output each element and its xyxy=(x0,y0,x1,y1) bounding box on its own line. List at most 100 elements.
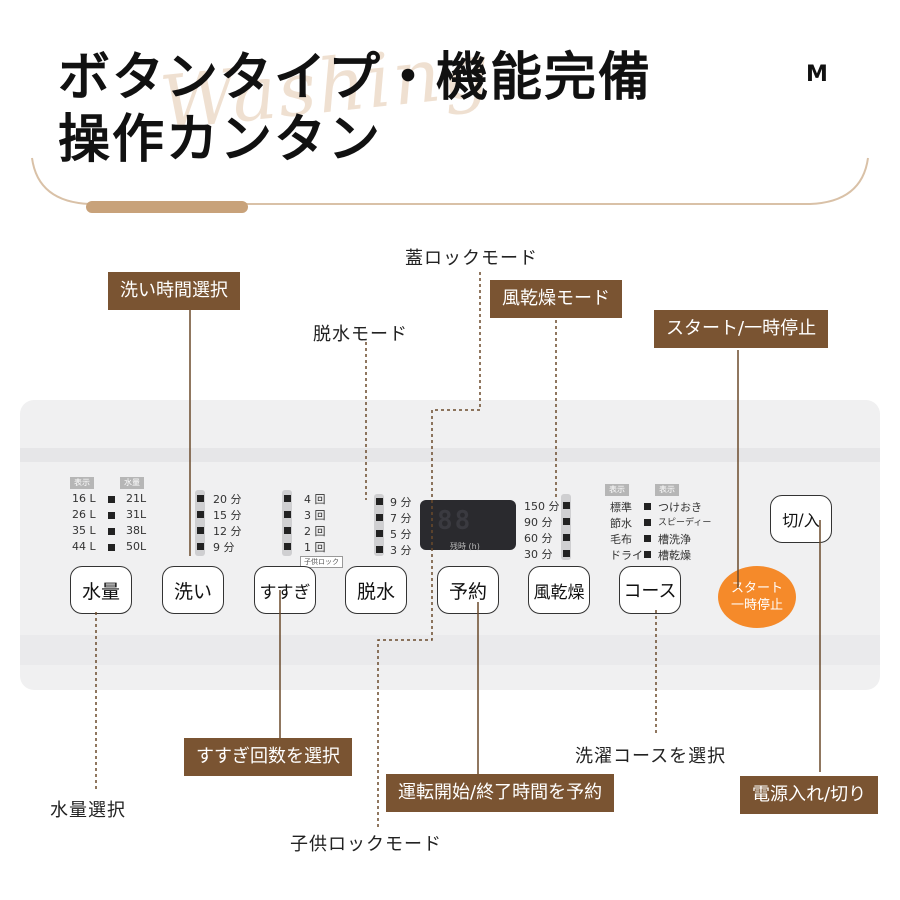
course-led xyxy=(644,535,651,542)
rinse-led xyxy=(284,543,291,550)
callout-power: 電源入れ/切り xyxy=(740,776,879,814)
spin-time-label: 7 分 xyxy=(390,512,412,525)
time-display xyxy=(420,500,516,550)
wash-time-label: 20 分 xyxy=(213,493,242,506)
spin-time-label: 9 分 xyxy=(390,496,412,509)
water-level-right: 38L xyxy=(126,524,147,537)
panel-lower-strip xyxy=(20,635,880,665)
course-right-label: 槽洗浄 xyxy=(658,533,691,546)
water-level-button[interactable]: 水量 xyxy=(70,566,132,614)
callout-course-select: 洗濯コースを選択 xyxy=(575,746,727,767)
callout-wash-time: 洗い時間選択 xyxy=(108,272,240,310)
wash-led xyxy=(197,527,204,534)
water-led xyxy=(108,512,115,519)
spin-led xyxy=(376,514,383,521)
rinse-led xyxy=(284,495,291,502)
power-button[interactable]: 切/入 xyxy=(770,495,832,543)
rinse-led xyxy=(284,527,291,534)
course-left-label: 毛布 xyxy=(610,533,632,546)
dry-led xyxy=(563,534,570,541)
callout-air-dry: 風乾燥モード xyxy=(490,280,622,318)
course-right-label: つけおき xyxy=(658,501,702,514)
water-level-right: 21L xyxy=(126,492,147,505)
callout-lid-lock: 蓋ロックモード xyxy=(405,248,538,269)
callout-rinse-count: すすぎ回数を選択 xyxy=(184,738,352,776)
callout-child-lock: 子供ロックモード xyxy=(290,834,442,855)
air-dry-button[interactable]: 風乾燥 xyxy=(528,566,590,614)
wash-led-bar xyxy=(195,490,205,556)
course-right-label: スピーディー xyxy=(658,518,712,528)
water-level-left: 35 L xyxy=(72,524,96,537)
rinse-count-label: 4 回 xyxy=(304,493,326,506)
spin-led-bar xyxy=(374,494,384,556)
wash-led xyxy=(197,511,204,518)
child-lock-note: 子供ロック xyxy=(300,556,343,568)
course-led xyxy=(644,551,651,558)
callout-timer: 運転開始/終了時間を予約 xyxy=(386,774,615,812)
callout-water-level: 水量選択 xyxy=(50,800,126,821)
rinse-count-label: 1 回 xyxy=(304,541,326,554)
callout-spin-mode: 脱水モード xyxy=(313,324,408,345)
page-title-line-2: 操作カンタン xyxy=(58,110,383,170)
water-header-right: 水量 xyxy=(120,477,144,489)
water-level-left: 26 L xyxy=(72,508,96,521)
course-header-right: 表示 xyxy=(655,484,679,496)
spin-time-label: 3 分 xyxy=(390,544,412,557)
water-level-left: 16 L xyxy=(72,492,96,505)
course-right-label: 槽乾燥 xyxy=(658,549,691,562)
wash-time-label: 9 分 xyxy=(213,541,235,554)
course-button[interactable]: コース xyxy=(619,566,681,614)
callout-start-pause: スタート/一時停止 xyxy=(654,310,829,348)
start-label-line1: スタート xyxy=(730,581,783,596)
course-left-label: ドライ xyxy=(610,549,643,562)
dry-led xyxy=(563,502,570,509)
water-led xyxy=(108,496,115,503)
dry-time-label: 60 分 xyxy=(524,532,553,545)
header-underline-arc xyxy=(31,157,869,205)
header-accent-bar xyxy=(86,201,248,213)
panel-top-edge xyxy=(20,448,880,462)
spin-led xyxy=(376,530,383,537)
display-caption: 残時 (h) xyxy=(450,542,480,551)
dry-time-label: 30 分 xyxy=(524,548,553,561)
dry-led xyxy=(563,518,570,525)
display-digits: 88 xyxy=(437,506,473,536)
water-level-right: 31L xyxy=(126,508,147,521)
spin-led xyxy=(376,498,383,505)
wash-time-label: 12 分 xyxy=(213,525,242,538)
rinse-led-bar xyxy=(282,490,292,556)
water-level-left: 44 L xyxy=(72,540,96,553)
page-title-line-1: ボタンタイプ・機能完備 xyxy=(58,48,653,108)
rinse-led xyxy=(284,511,291,518)
course-led xyxy=(644,503,651,510)
course-header-left: 表示 xyxy=(605,484,629,496)
spin-button[interactable]: 脱水 xyxy=(345,566,407,614)
water-led xyxy=(108,544,115,551)
course-led xyxy=(644,519,651,526)
water-level-right: 50L xyxy=(126,540,147,553)
dry-time-label: 150 分 xyxy=(524,500,560,513)
water-header-left: 表示 xyxy=(70,477,94,489)
wash-time-label: 15 分 xyxy=(213,509,242,522)
dry-led xyxy=(563,550,570,557)
wash-button[interactable]: 洗い xyxy=(162,566,224,614)
start-label-line2: 一時停止 xyxy=(730,598,783,613)
wash-led xyxy=(197,543,204,550)
start-pause-button[interactable]: スタート 一時停止 xyxy=(718,566,796,628)
course-left-label: 標準 xyxy=(610,501,632,514)
rinse-count-label: 2 回 xyxy=(304,525,326,538)
course-left-label: 節水 xyxy=(610,517,632,530)
spin-led xyxy=(376,546,383,553)
power-off-label: 切 xyxy=(782,511,799,530)
dry-led-bar xyxy=(561,494,571,560)
brand-logo: M xyxy=(806,62,829,87)
power-on-label: 入 xyxy=(803,511,820,530)
timer-button[interactable]: 予約 xyxy=(437,566,499,614)
wash-led xyxy=(197,495,204,502)
rinse-button[interactable]: すすぎ xyxy=(254,566,316,614)
dry-time-label: 90 分 xyxy=(524,516,553,529)
spin-time-label: 5 分 xyxy=(390,528,412,541)
water-led xyxy=(108,528,115,535)
rinse-count-label: 3 回 xyxy=(304,509,326,522)
